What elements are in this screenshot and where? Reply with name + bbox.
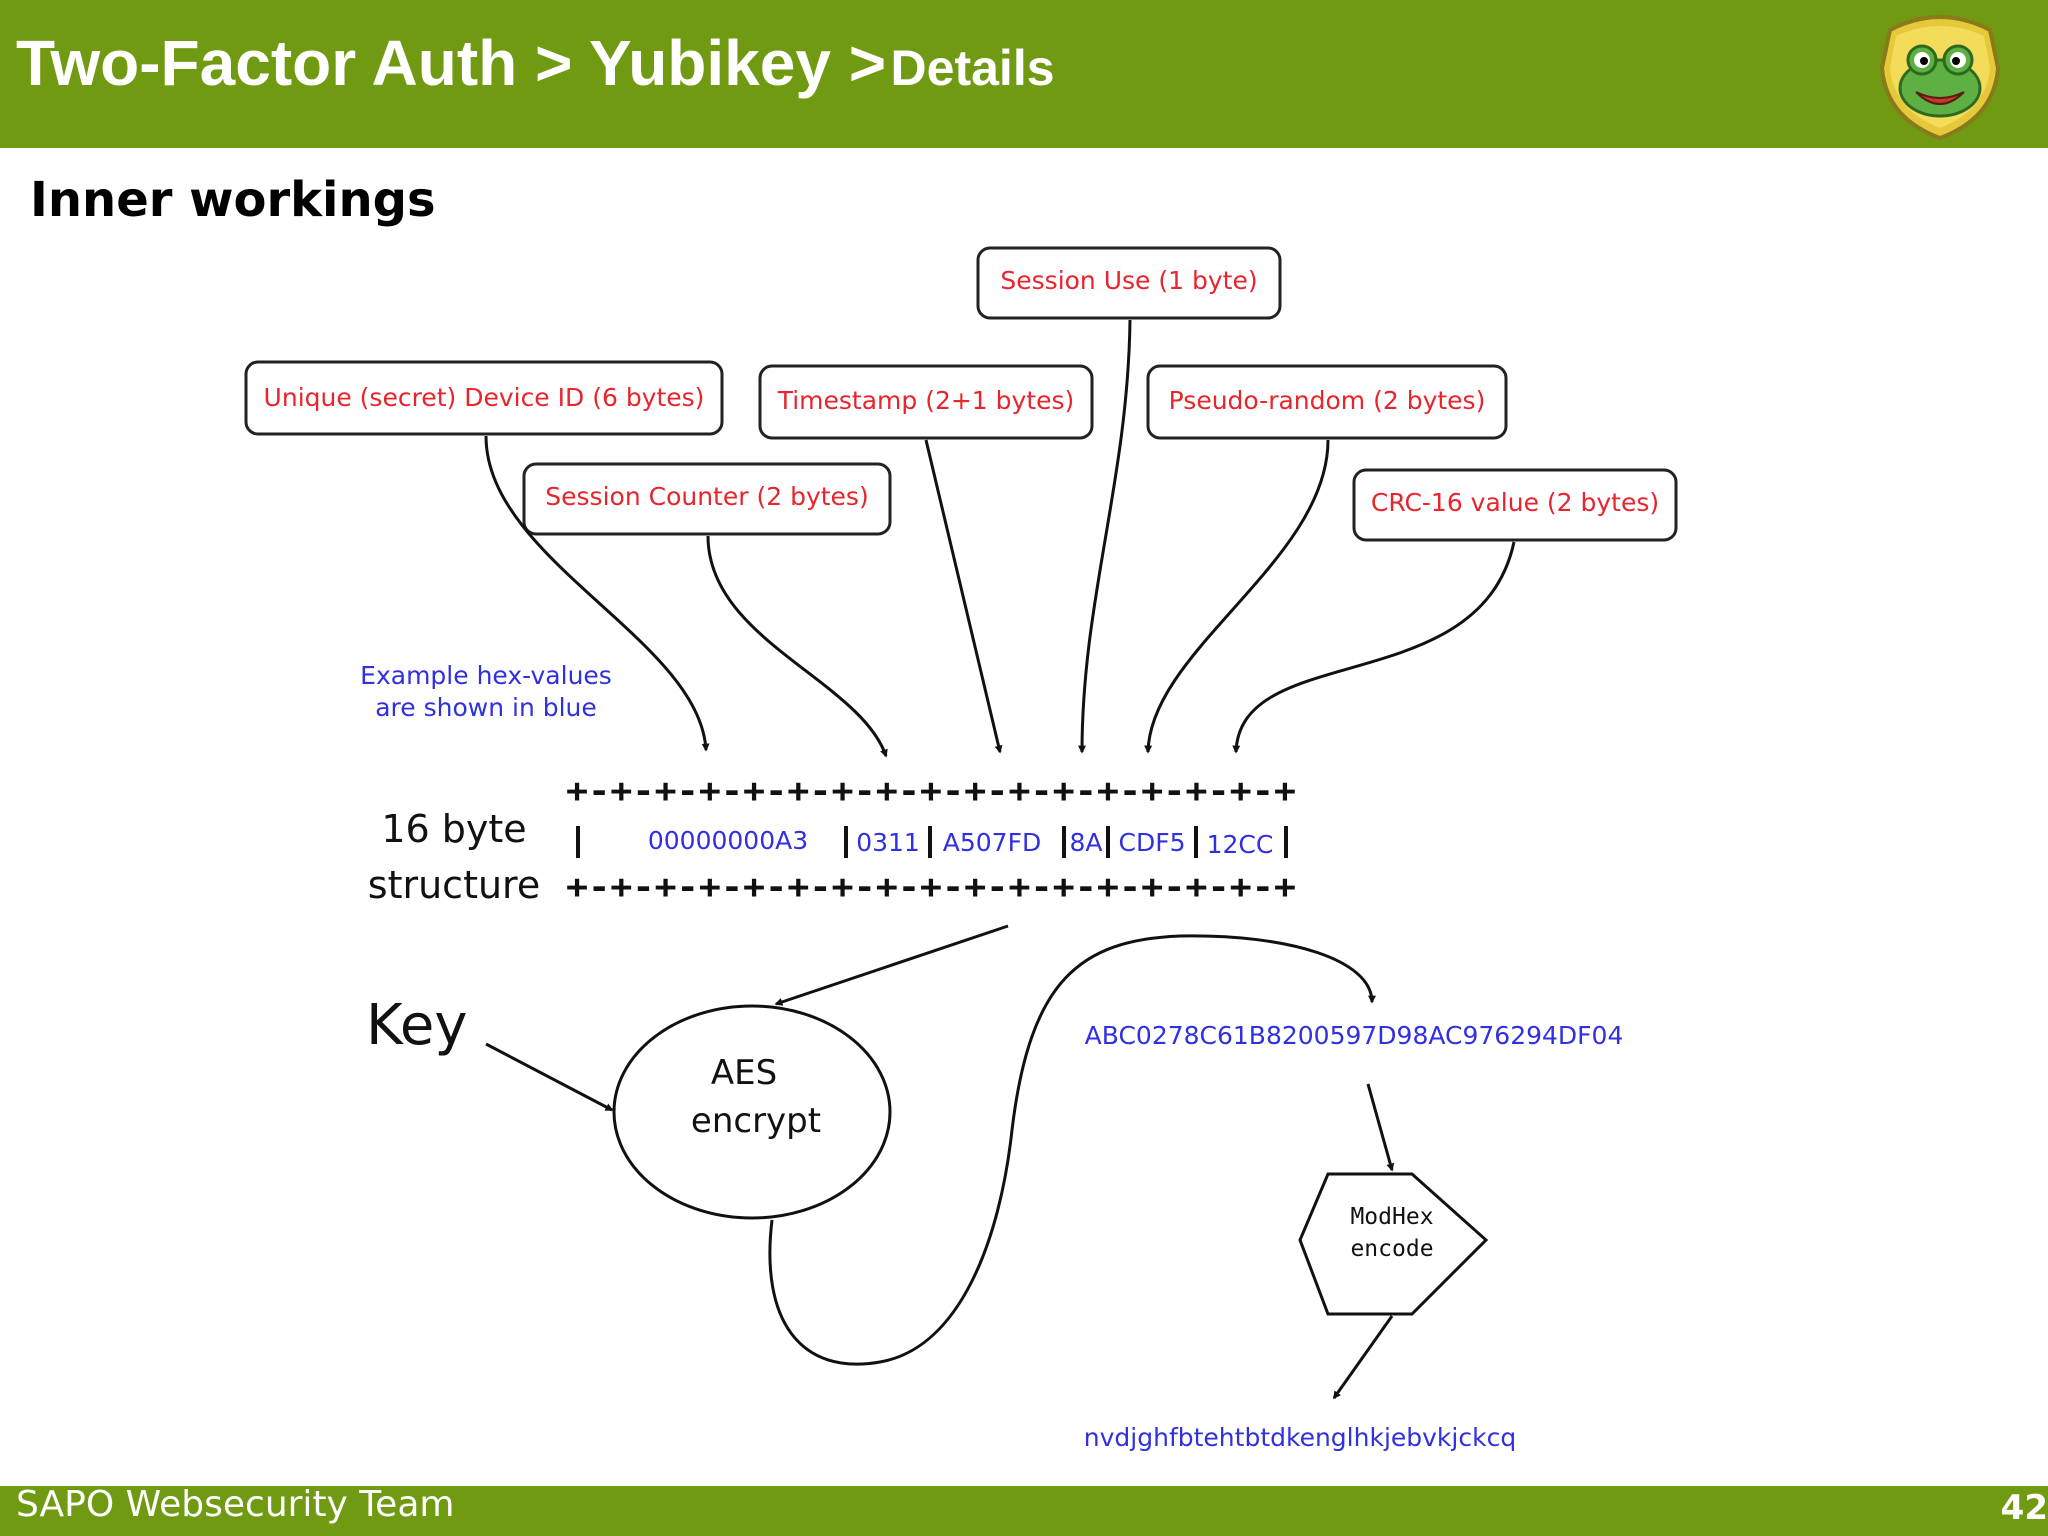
page-subtitle: Inner workings (30, 172, 436, 228)
arrow-session-use (1078, 319, 1132, 754)
hex-timestamp: A507FD (943, 828, 1041, 857)
arrow-crc (1232, 541, 1516, 754)
otp-output: nvdjghfbtehtbtdkenglhkjebvkjckcq (1084, 1423, 1516, 1452)
hex-device-id: 00000000A3 (648, 826, 808, 855)
field-box-session-counter: Session Counter (2 bytes) (522, 462, 892, 536)
hex-crc: 12CC (1207, 830, 1274, 859)
modhex-encode-node: ModHex encode (1298, 1172, 1489, 1316)
ciphertext-value: ABC0278C61B8200597D98AC976294DF04 (1085, 1021, 1624, 1050)
label-crc: CRC-16 value (2 bytes) (1371, 488, 1659, 517)
arrow-device-id (484, 435, 710, 752)
arrow-pseudo-random (1144, 439, 1330, 754)
hex-session-use: 8A (1069, 828, 1102, 857)
title-sub: Details (890, 40, 1055, 96)
structure-bottom-border: +-+-+-+-+-+-+-+-+-+-+-+-+-+-+-+-+ (566, 867, 1296, 906)
aes-encrypt-node: AES encrypt (612, 1004, 892, 1220)
page-number: 42 (2000, 1488, 2048, 1528)
field-box-timestamp: Timestamp (2+1 bytes) (758, 364, 1094, 440)
note-line-1: Example hex-values (360, 661, 612, 690)
arrow-key-to-aes (485, 1042, 614, 1112)
note-line-2: are shown in blue (375, 693, 597, 722)
hex-pseudo-random: CDF5 (1119, 828, 1186, 857)
field-box-crc: CRC-16 value (2 bytes) (1352, 468, 1678, 542)
footer-bar (0, 1486, 2048, 1536)
arrow-modhex-to-otp (1332, 1315, 1394, 1400)
key-label: Key (366, 993, 468, 1058)
label-session-counter: Session Counter (2 bytes) (545, 482, 868, 511)
arrow-timestamp (924, 439, 1003, 754)
hex-session-counter: 0311 (856, 828, 920, 857)
structure-top-border: +-+-+-+-+-+-+-+-+-+-+-+-+-+-+-+-+ (566, 771, 1296, 810)
frog-shield-logo-icon (1879, 15, 2001, 141)
slide-title: Two-Factor Auth > Yubikey > Details (16, 26, 1055, 100)
structure-label-line-1: 16 byte (381, 807, 526, 851)
structure-label-line-2: structure (368, 863, 540, 907)
aes-label-line-1: AES (711, 1053, 777, 1093)
footer-team: SAPO Websecurity Team (16, 1484, 455, 1525)
structure-separators (576, 826, 1288, 858)
aes-label-line-2: encrypt (691, 1101, 821, 1141)
arrow-session-counter (706, 535, 888, 758)
field-box-pseudo-random: Pseudo-random (2 bytes) (1146, 364, 1508, 440)
title-main: Two-Factor Auth > Yubikey > (16, 27, 887, 99)
arrow-aes-to-ciphertext (768, 934, 1376, 1366)
label-pseudo-random: Pseudo-random (2 bytes) (1169, 386, 1486, 415)
field-box-device-id: Unique (secret) Device ID (6 bytes) (244, 360, 724, 436)
modhex-label-line-2: encode (1350, 1236, 1433, 1262)
field-box-session-use: Session Use (1 byte) (976, 246, 1282, 320)
yubikey-otp-diagram: Unique (secret) Device ID (6 bytes) Sess… (244, 246, 1678, 1452)
label-device-id: Unique (secret) Device ID (6 bytes) (264, 383, 705, 412)
label-timestamp: Timestamp (2+1 bytes) (777, 386, 1075, 415)
modhex-label-line-1: ModHex (1350, 1204, 1433, 1230)
arrow-structure-to-aes (774, 924, 1009, 1006)
label-session-use: Session Use (1 byte) (1000, 266, 1257, 295)
arrow-ciphertext-to-modhex (1366, 1083, 1395, 1172)
header-bar (0, 0, 2048, 148)
